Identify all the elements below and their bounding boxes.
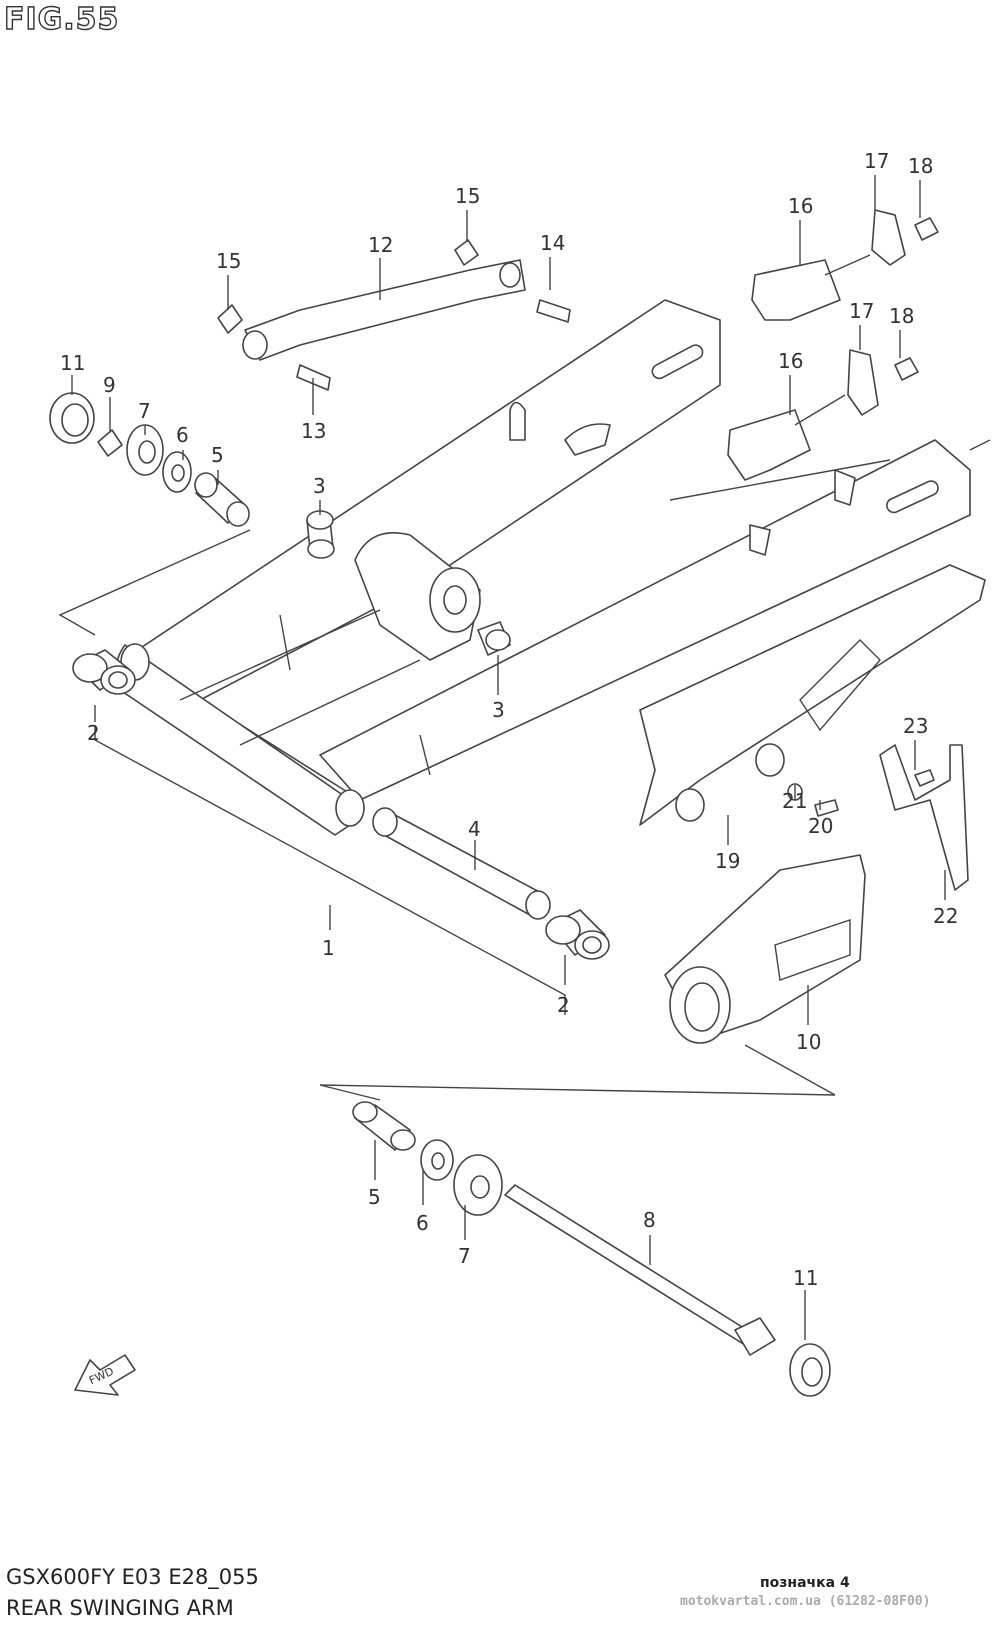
chain-case-part-19[interactable] [639,564,986,826]
callout-6-upper: 6 [176,423,189,447]
callout-7-lower: 7 [458,1244,471,1268]
torque-link-part-12[interactable] [217,239,571,391]
callout-2-upper: 2 [87,721,100,745]
site-watermark: motokvartal.com.ua (61282-08F00) [680,1594,931,1609]
callout-5-lower: 5 [368,1185,381,1209]
callout-21: 21 [782,789,807,813]
callout-10: 10 [796,1030,821,1054]
callout-14: 14 [540,231,565,255]
bushing-part-2-upper[interactable] [72,649,136,695]
callout-13: 13 [301,419,326,443]
chain-adjuster-upper[interactable] [751,209,939,321]
fwd-arrow-icon: FWD [74,1354,136,1396]
callout-15-top: 15 [455,184,480,208]
callout-15-left: 15 [216,249,241,273]
callout-3-upper: 3 [313,474,326,498]
callout-19: 19 [715,849,740,873]
callout-8: 8 [643,1208,656,1232]
callout-11-lower: 11 [793,1266,818,1290]
callout-6-lower: 6 [416,1211,429,1235]
leader-lines [71,175,946,1340]
callout-23: 23 [903,714,928,738]
callout-4: 4 [468,817,481,841]
callout-labels: 1 2 2 3 3 4 5 5 6 6 7 7 8 9 10 11 11 12 … [60,149,958,1290]
callout-9: 9 [103,373,116,397]
parts-lower[interactable] [352,1101,831,1397]
callout-2-lower: 2 [557,993,570,1017]
callout-17-upper: 17 [864,149,889,173]
callout-16-upper: 16 [788,194,813,218]
bracket-part-22[interactable] [879,744,969,891]
callout-17-lower: 17 [849,299,874,323]
assembly-lines [58,439,991,1101]
callout-11-upper: 11 [60,351,85,375]
chain-guide-part-10[interactable] [664,854,866,1044]
model-code: GSX600FY E03 E28_055 [6,1565,259,1589]
swing-arm-part[interactable] [115,299,971,836]
callout-18-lower: 18 [889,304,914,328]
parts-left-upper[interactable] [49,392,250,527]
bushing-part-2-lower[interactable] [545,909,610,960]
callout-22: 22 [933,904,958,928]
callout-1: 1 [322,936,335,960]
callout-7-upper: 7 [138,399,151,423]
bushing-part-3[interactable] [306,510,511,656]
callout-16-lower: 16 [778,349,803,373]
callout-3-lower: 3 [492,698,505,722]
callout-20: 20 [808,814,833,838]
callout-18-upper: 18 [908,154,933,178]
sleeve-part-4[interactable] [372,807,551,920]
mark-label: позначка 4 [760,1575,850,1591]
figure-title: FIG.55 [3,1,120,37]
callout-12: 12 [368,233,393,257]
chain-adjuster-lower[interactable] [727,349,919,481]
callout-5-upper: 5 [211,443,224,467]
figure-name: REAR SWINGING ARM [6,1596,234,1620]
